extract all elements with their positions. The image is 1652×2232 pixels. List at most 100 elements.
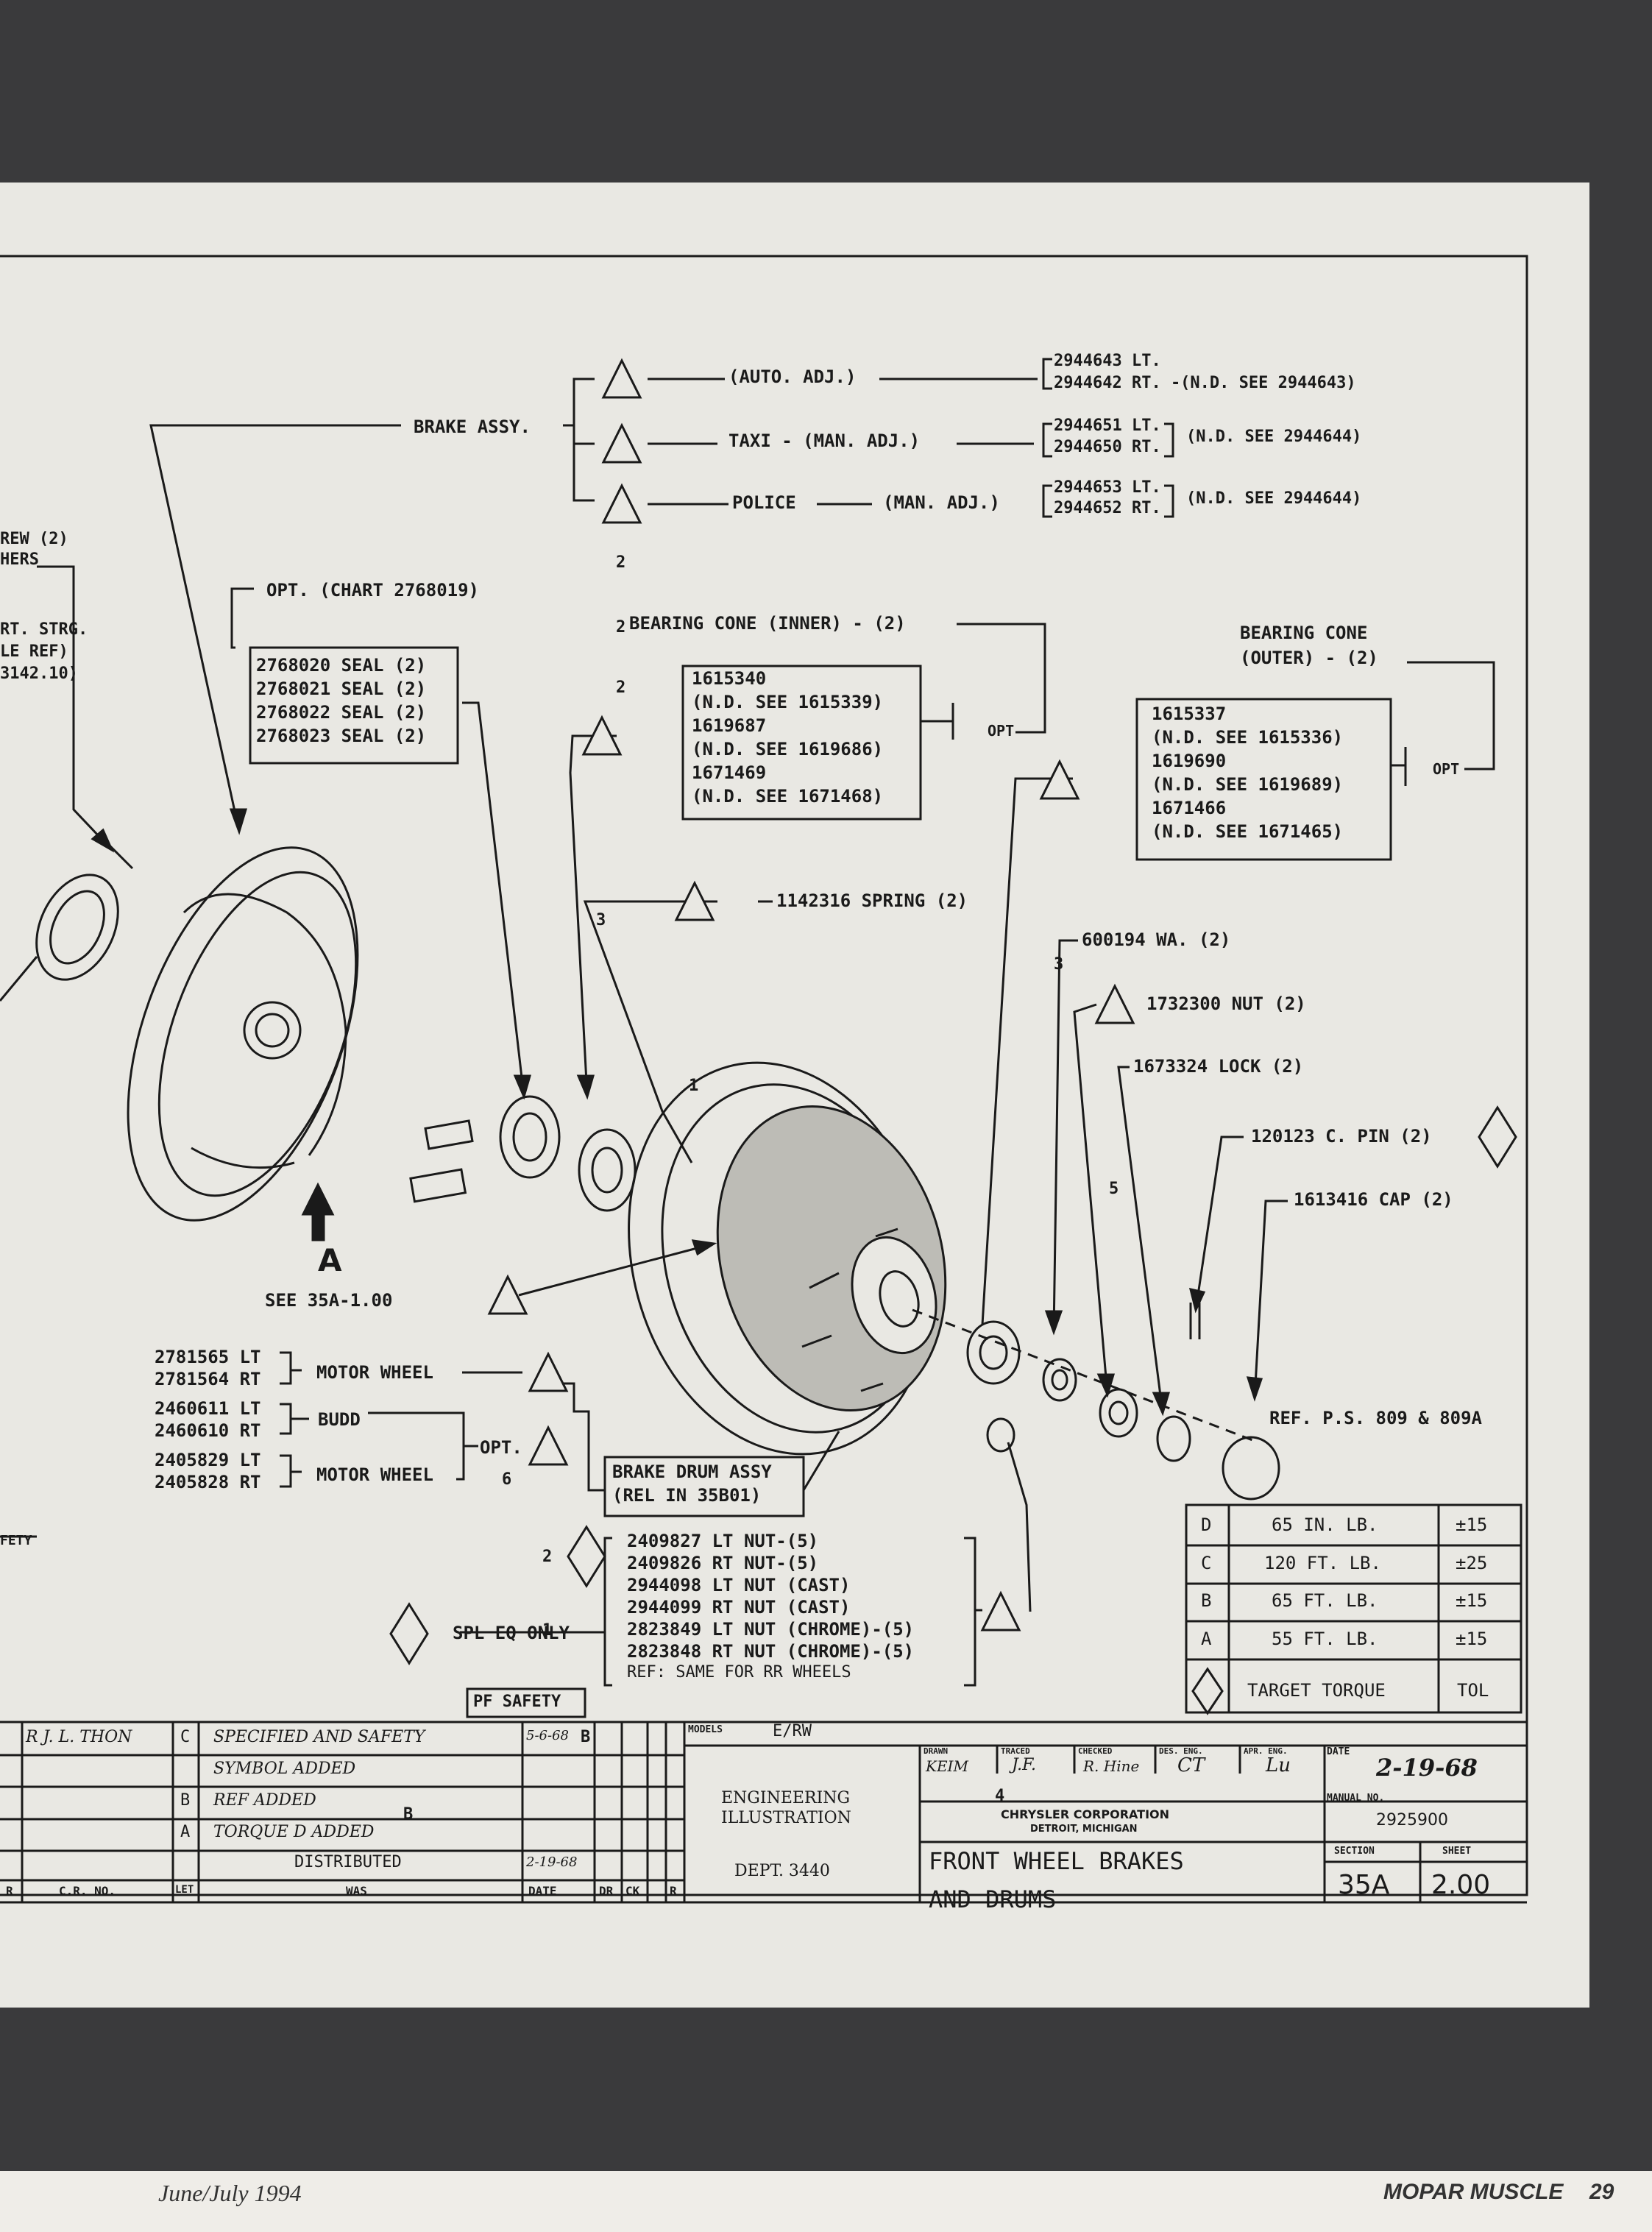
revision-date: 5-6-68 xyxy=(526,1728,569,1743)
reference-symbols xyxy=(389,358,1517,1715)
police-note: (N.D. SEE 2944644) xyxy=(1186,489,1362,508)
cap-callout: 1613416 CAP (2) xyxy=(1294,1189,1453,1210)
revision-desc: SYMBOL ADDED xyxy=(213,1760,356,1778)
drawing-title: AND DRUMS xyxy=(929,1885,1057,1913)
auto-part-lt: 2944643 LT. xyxy=(1054,352,1161,370)
bearing-outer-label: BEARING CONE xyxy=(1240,623,1368,643)
police-label: POLICE xyxy=(732,492,796,513)
bearing-outer-item: 1619690 xyxy=(1152,751,1227,771)
motor-wheel-part: 2405828 RT xyxy=(155,1472,261,1492)
symbol-2-label: 2 xyxy=(616,618,626,637)
police-part-rt: 2944652 RT. xyxy=(1054,499,1161,517)
symbol-b-label: B xyxy=(403,1805,414,1824)
models-value: E/RW xyxy=(773,1722,812,1740)
taxi-part-rt: 2944650 RT. xyxy=(1054,438,1161,456)
eng-label: ENGINEERING xyxy=(721,1789,851,1807)
wheel-nut-item: 2409826 RT NUT-(5) xyxy=(627,1553,819,1573)
symbol-2-label: 2 xyxy=(616,553,626,572)
apr-eng-label: APR. ENG. xyxy=(1244,1746,1288,1756)
traced-label: TRACED xyxy=(1001,1746,1030,1756)
budd-label: BUDD xyxy=(318,1409,361,1430)
seal-item: 2768020 SEAL (2) xyxy=(256,655,427,676)
bearing-inner-label: BEARING CONE (INNER) - (2) xyxy=(629,613,906,634)
apr-eng-value: Lu xyxy=(1266,1754,1291,1776)
torque-tol: ±15 xyxy=(1456,1514,1488,1535)
engineering-drawing-sheet: 2 2 2 3 3 1 5 6 2 1 4 B B BRAKE ASSY. (A… xyxy=(0,183,1589,2008)
wheel-nut-item: 2823849 LT NUT (CHROME)-(5) xyxy=(627,1619,915,1640)
seal-item: 2768022 SEAL (2) xyxy=(256,702,427,723)
tol-header: TOL xyxy=(1457,1680,1489,1701)
corp-name: CHRYSLER CORPORATION xyxy=(1001,1807,1170,1821)
auto-adj-label: (AUTO. ADJ.) xyxy=(728,366,857,387)
budd-part: 2460611 LT xyxy=(155,1398,261,1419)
nut-callout: 1732300 NUT (2) xyxy=(1146,993,1306,1014)
left-edge-text: LE REF) xyxy=(0,642,68,661)
symbol-b-label: B xyxy=(581,1728,591,1746)
torque-tol: ±15 xyxy=(1456,1629,1488,1649)
revision-header: R xyxy=(670,1884,677,1898)
corp-city: DETROIT, MICHIGAN xyxy=(1030,1824,1138,1835)
revision-header: C.R. NO. xyxy=(59,1884,116,1898)
section-label: SECTION xyxy=(1334,1846,1375,1857)
police-adj-label: (MAN. ADJ.) xyxy=(883,492,1000,513)
date-value: 2-19-68 xyxy=(1376,1754,1478,1782)
left-edge-text: FETY xyxy=(0,1533,32,1548)
torque-key: D xyxy=(1201,1514,1212,1535)
taxi-note: (N.D. SEE 2944644) xyxy=(1186,428,1362,446)
torque-key: B xyxy=(1201,1590,1212,1611)
revision-letter: C xyxy=(180,1728,191,1746)
dept-label: DEPT. 3440 xyxy=(734,1862,830,1880)
torque-key: C xyxy=(1201,1553,1212,1573)
symbol-5-label: 5 xyxy=(1109,1180,1119,1198)
revision-desc: REF ADDED xyxy=(213,1791,316,1810)
brake-assy-label: BRAKE ASSY. xyxy=(414,417,531,437)
wheel-nut-item: 2944098 LT NUT (CAST) xyxy=(627,1575,851,1595)
pf-safety-label: PF SAFETY xyxy=(473,1693,561,1711)
checked-label: CHECKED xyxy=(1078,1746,1113,1756)
symbol-3-label: 3 xyxy=(596,911,606,929)
ref-ps-callout: REF. P.S. 809 & 809A xyxy=(1269,1408,1482,1428)
torque-value: 120 FT. LB. xyxy=(1264,1553,1381,1573)
revision-desc: TORQUE D ADDED xyxy=(213,1823,375,1841)
drawn-value: KEIM xyxy=(926,1757,968,1775)
dark-frame-bottom xyxy=(0,2008,1652,2171)
brake-drum-ref: (REL IN 35B01) xyxy=(612,1485,762,1506)
drawing-title: FRONT WHEEL BRAKES xyxy=(929,1847,1184,1875)
symbol-6-label: 6 xyxy=(502,1470,512,1489)
revision-letter: B xyxy=(180,1791,191,1810)
budd-part: 2460610 RT xyxy=(155,1420,261,1441)
bearing-inner-opt: OPT xyxy=(988,722,1015,740)
symbol-2-label: 2 xyxy=(616,679,626,697)
date-label: DATE xyxy=(1327,1746,1350,1757)
traced-value: J.F. xyxy=(1012,1756,1036,1774)
symbol-1-label: 1 xyxy=(689,1077,699,1095)
issue-date: June/July 1994 xyxy=(158,2180,302,2206)
models-label: MODELS xyxy=(688,1724,723,1735)
motor-wheel-label: MOTOR WHEEL xyxy=(316,1362,433,1383)
brake-drum-label: BRAKE DRUM ASSY xyxy=(612,1462,772,1482)
bearing-inner-item: 1671469 xyxy=(692,762,767,783)
left-edge-text: 3142.10) xyxy=(0,665,78,683)
bearing-outer-item: (N.D. SEE 1671465) xyxy=(1152,821,1344,842)
revision-letter: A xyxy=(180,1823,191,1841)
sheet-label: SHEET xyxy=(1442,1846,1472,1857)
bearing-inner-item: 1615340 xyxy=(692,668,767,689)
manual-label: MANUAL NO. xyxy=(1327,1793,1385,1804)
sheet-value: 2.00 xyxy=(1431,1870,1491,1900)
dark-frame-top xyxy=(0,0,1652,183)
revision-header: CK xyxy=(625,1884,640,1898)
revision-header: WAS xyxy=(346,1884,367,1898)
page-number: 29 xyxy=(1589,2180,1614,2204)
seal-header: OPT. (CHART 2768019) xyxy=(266,580,479,600)
bearing-outer-item: (N.D. SEE 1615336) xyxy=(1152,727,1344,748)
left-edge-text: REW (2) xyxy=(0,530,68,548)
view-a-label: A xyxy=(318,1242,342,1278)
revision-header: DR xyxy=(599,1884,614,1898)
revision-cr: R J. L. THON xyxy=(26,1728,132,1746)
taxi-part-lt: 2944651 LT. xyxy=(1054,417,1161,435)
torque-tol: ±25 xyxy=(1456,1553,1488,1573)
spring-callout: 1142316 SPRING (2) xyxy=(776,890,968,911)
section-value: 35A xyxy=(1338,1870,1390,1900)
see-view-label: SEE 35A-1.00 xyxy=(265,1290,393,1311)
revision-header: DATE xyxy=(528,1884,557,1898)
